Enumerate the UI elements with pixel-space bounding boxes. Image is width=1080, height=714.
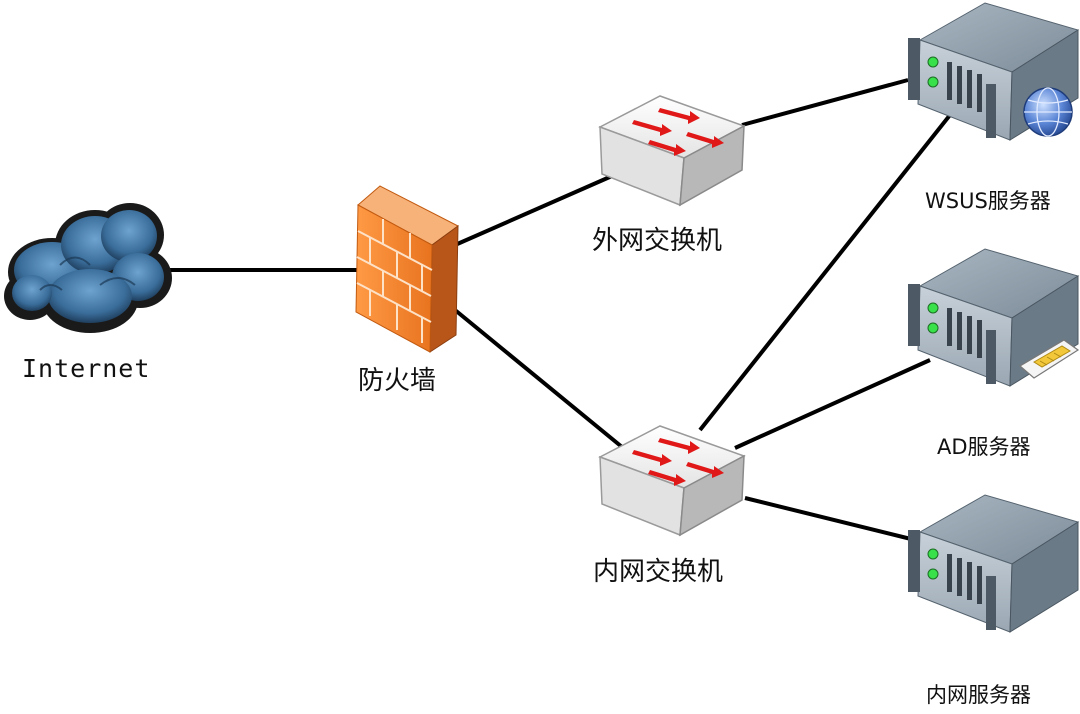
inner-switch-label: 内网交换机 (593, 557, 724, 587)
firewall-icon (355, 185, 459, 353)
link-inner-switch-intranet (744, 496, 916, 542)
card-icon (1018, 339, 1080, 379)
firewall-label: 防火墙 (358, 366, 437, 396)
cloud-icon (4, 203, 172, 333)
link-outer-switch-wsus (741, 78, 909, 127)
link-firewall-inner-switch (453, 308, 624, 449)
link-firewall-outer-switch (454, 174, 613, 247)
ad-server-icon (908, 248, 1080, 387)
links (168, 78, 952, 542)
ad-server-label: AD服务器 (937, 435, 1031, 459)
inner-switch-icon (598, 425, 746, 537)
intranet-server-icon (908, 494, 1080, 633)
link-inner-switch-wsus (698, 113, 952, 432)
link-inner-switch-ad (734, 358, 931, 450)
globe-icon (1023, 87, 1073, 137)
switch-arrows (632, 438, 724, 486)
wsus-server-label: WSUS服务器 (925, 189, 1051, 213)
switch-arrows (632, 108, 724, 156)
intranet-server-label: 内网服务器 (926, 683, 1031, 707)
wsus-server-icon (908, 2, 1080, 141)
outer-switch-icon (598, 95, 746, 207)
outer-switch-label: 外网交换机 (592, 226, 723, 256)
internet-label: Internet (22, 354, 151, 383)
